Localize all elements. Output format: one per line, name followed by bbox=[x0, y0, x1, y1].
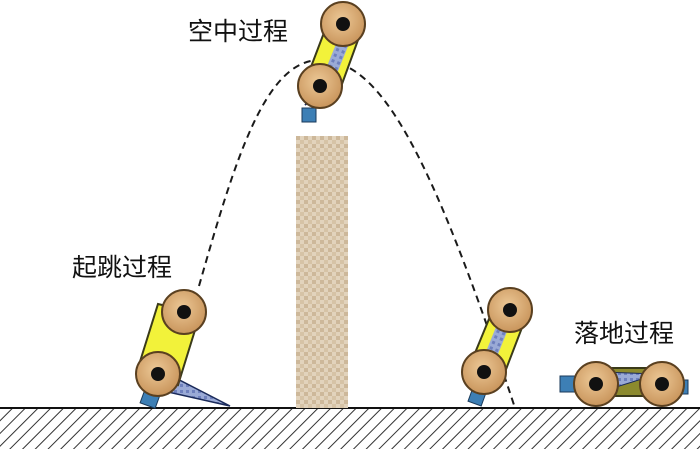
label-airborne-phase: 空中过程 bbox=[188, 17, 289, 46]
robot-landed-icon bbox=[559, 361, 689, 407]
label-jump-phase: 起跳过程 bbox=[72, 253, 173, 282]
wheel-lower-hub bbox=[477, 365, 491, 379]
robot-foot bbox=[301, 107, 317, 123]
wheel-upper-hub bbox=[503, 303, 517, 317]
wheel-right-hub bbox=[655, 377, 669, 391]
label-landing-phase: 落地过程 bbox=[574, 319, 675, 348]
robot-descending-icon bbox=[461, 287, 533, 407]
jump-trajectory bbox=[198, 58, 516, 409]
wheel-left-hub bbox=[589, 377, 603, 391]
wheel-lower-hub bbox=[313, 79, 327, 93]
robot-airborne-icon bbox=[297, 1, 366, 123]
robot-jumping-icon bbox=[135, 289, 231, 409]
ground bbox=[0, 408, 700, 449]
wheel-lower-hub bbox=[151, 367, 165, 381]
wheel-upper-hub bbox=[336, 17, 350, 31]
obstacle bbox=[296, 136, 348, 408]
wheel-upper-hub bbox=[177, 305, 191, 319]
